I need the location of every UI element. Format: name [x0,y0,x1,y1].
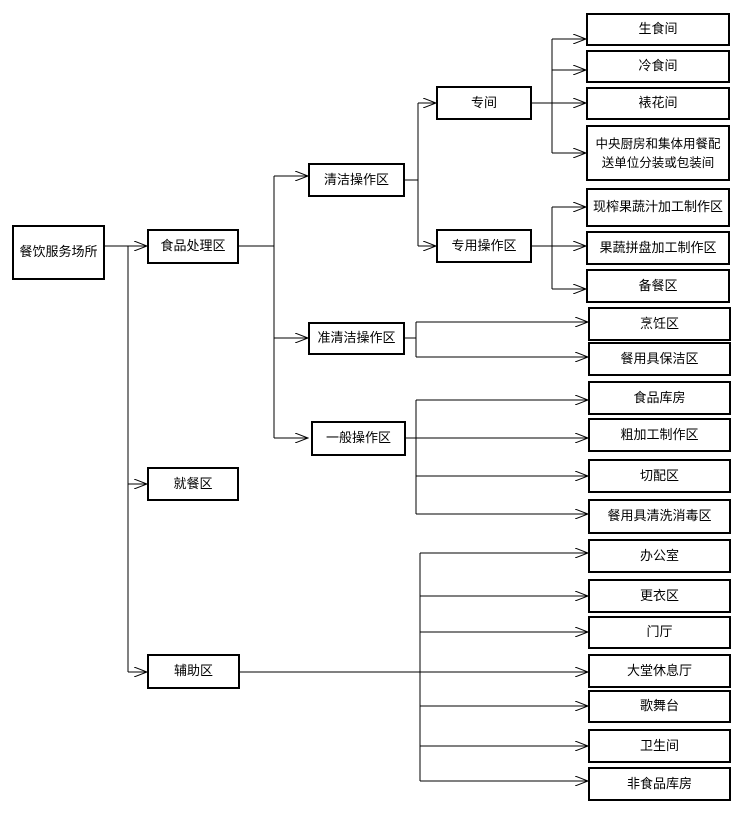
leaf-food-storage: 食品库房 [588,381,731,415]
node-quasi-clean-operation: 准清洁操作区 [308,322,405,355]
leaf-tableware-wash-area: 餐用具清洗消毒区 [588,499,731,534]
leaf-garnish-room: 裱花间 [586,87,730,120]
node-special-operation-area: 专用操作区 [436,229,532,263]
leaf-raw-food-room: 生食间 [586,13,730,46]
leaf-central-kitchen-room: 中央厨房和集体用餐配送单位分装或包装间 [586,125,730,181]
leaf-vestibule: 门厅 [588,616,731,649]
leaf-cutting-area: 切配区 [588,459,731,493]
leaf-stage: 歌舞台 [588,690,731,723]
node-clean-operation: 清洁操作区 [308,163,405,197]
node-dining: 就餐区 [147,467,239,501]
leaf-rough-processing-area: 粗加工制作区 [588,418,731,452]
leaf-locker-room: 更衣区 [588,579,731,613]
node-food-processing: 食品处理区 [147,229,239,264]
leaf-cold-food-room: 冷食间 [586,50,730,83]
node-special-room: 专间 [436,86,532,120]
leaf-meal-prep-area: 备餐区 [586,269,730,303]
leaf-lobby-lounge: 大堂休息厅 [588,654,731,688]
node-root: 餐饮服务场所 [12,225,105,280]
leaf-restroom: 卫生间 [588,729,731,763]
leaf-fresh-juice-area: 现榨果蔬汁加工制作区 [586,188,730,227]
leaf-cooking-area: 烹饪区 [588,307,731,341]
leaf-office: 办公室 [588,539,731,573]
leaf-tableware-clean-area: 餐用具保洁区 [588,342,731,376]
leaf-fruit-platter-area: 果蔬拼盘加工制作区 [586,231,730,265]
leaf-nonfood-storage: 非食品库房 [588,767,731,801]
node-general-operation: 一般操作区 [311,421,406,456]
node-auxiliary: 辅助区 [147,654,240,689]
